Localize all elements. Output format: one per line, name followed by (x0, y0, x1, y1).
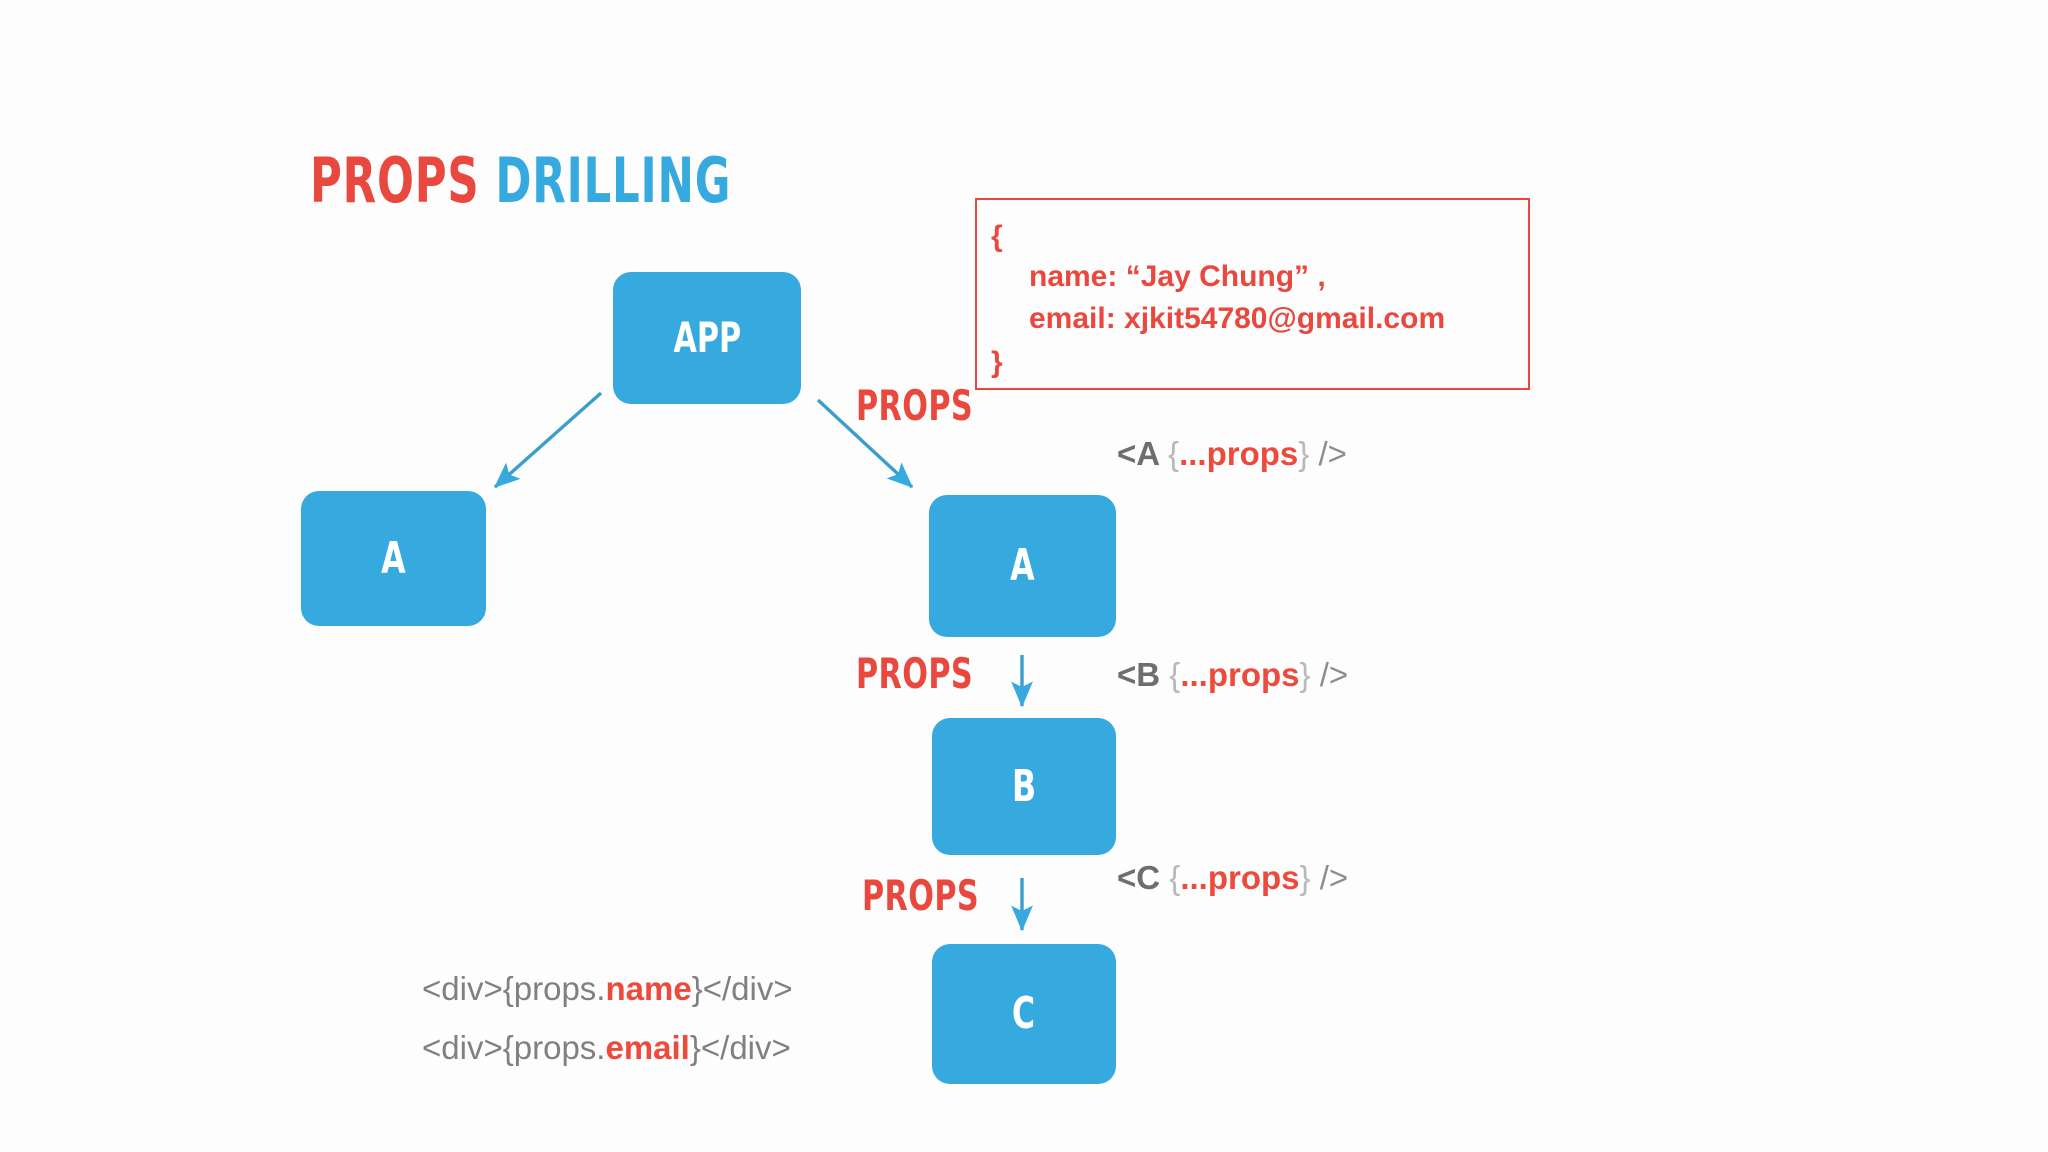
render-output-name: <div>{props.name}</div> (422, 972, 793, 1005)
node-a-left-label: A (381, 532, 406, 584)
jsx-c-close-brace: } (1299, 859, 1311, 896)
jsx-c-spread: ...props (1180, 859, 1300, 896)
jsx-c-tag: <C (1117, 859, 1170, 896)
node-b-label: B (1011, 760, 1037, 812)
node-app[interactable]: APP (613, 272, 801, 404)
arrow-app-to-a-left (493, 391, 603, 489)
props-object-email-line: email: xjkit54780@gmail.com (1029, 302, 1446, 335)
jsx-b-close-brace: } (1299, 656, 1311, 693)
jsx-b-spread: ...props (1180, 656, 1300, 693)
render-email-suffix: }</div> (689, 1029, 791, 1066)
props-object-open-brace: { (991, 220, 1003, 253)
render-name-prefix: <div>{props. (422, 970, 606, 1007)
render-name-suffix: }</div> (691, 970, 793, 1007)
node-c[interactable]: C (932, 944, 1116, 1084)
jsx-a-close-brace: } (1298, 435, 1310, 472)
jsx-c-self-close: /> (1310, 859, 1349, 896)
node-a-left[interactable]: A (301, 491, 486, 626)
props-label-b-to-c: PROPS (862, 871, 980, 920)
node-app-label: APP (673, 313, 741, 362)
props-object-close-brace: } (991, 346, 1003, 379)
props-label-from-app: PROPS (856, 381, 974, 430)
props-object-name-line: name: “Jay Chung” , (1029, 260, 1326, 293)
node-c-label: C (1012, 988, 1036, 1039)
jsx-b-tag: <B (1117, 656, 1170, 693)
jsx-label-c: <C {...props} /> (1117, 861, 1348, 894)
title-word-props: PROPS (310, 144, 480, 217)
props-object-box: { name: “Jay Chung” , email: xjkit54780@… (975, 198, 1530, 390)
jsx-a-tag: <A (1117, 435, 1169, 472)
jsx-label-a: <A {...props} /> (1117, 437, 1347, 470)
jsx-a-self-close: /> (1309, 435, 1347, 472)
node-a-right-label: A (1010, 540, 1035, 591)
title-word-drilling: DRILLING (495, 144, 732, 217)
jsx-a-spread: ...props (1179, 435, 1299, 472)
render-output-email: <div>{props.email}</div> (422, 1031, 791, 1064)
jsx-b-self-close: /> (1310, 656, 1349, 693)
jsx-b-open-brace: { (1169, 656, 1181, 693)
node-b[interactable]: B (932, 718, 1116, 855)
page-title: PROPS DRILLING (310, 150, 731, 212)
node-a-right[interactable]: A (929, 495, 1116, 637)
jsx-a-open-brace: { (1168, 435, 1180, 472)
props-label-a-to-b: PROPS (856, 649, 974, 698)
jsx-label-b: <B {...props} /> (1117, 658, 1348, 691)
render-email-prefix: <div>{props. (422, 1029, 606, 1066)
render-name-key: name (605, 970, 692, 1007)
jsx-c-open-brace: { (1169, 859, 1181, 896)
render-email-key: email (605, 1029, 690, 1066)
